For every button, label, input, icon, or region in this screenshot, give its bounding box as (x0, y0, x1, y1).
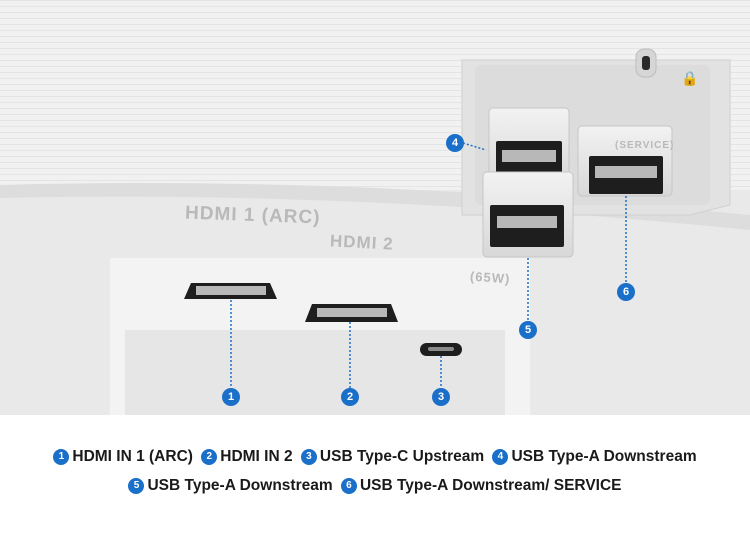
legend-label: HDMI IN 2 (220, 447, 293, 465)
legend-item: 4 USB Type-A Downstream (492, 447, 697, 466)
usb-c-port (420, 343, 462, 356)
hdmi-port-2 (305, 304, 398, 322)
legend-item: 3 USB Type-C Upstream (300, 447, 485, 466)
legend-label: USB Type-A Downstream (147, 476, 333, 494)
legend-item: 2 HDMI IN 2 (201, 447, 293, 466)
legend-item: 1 HDMI IN 1 (ARC) (53, 448, 193, 466)
callout-2: 2 (341, 388, 359, 406)
legend-label: USB Type-A Downstream (511, 447, 697, 465)
usbc-lettering: (65W) (469, 268, 511, 287)
usb-a-port-4 (488, 107, 570, 187)
hdmi-port-1 (184, 283, 277, 299)
callout-1: 1 (222, 388, 240, 406)
legend-label: HDMI IN 1 (ARC) (72, 447, 193, 465)
legend-number: 2 (201, 448, 218, 465)
callout-3: 3 (432, 388, 450, 406)
legend-row-1: 1 HDMI IN 1 (ARC) 2 HDMI IN 2 3 USB Type… (0, 446, 750, 466)
usb-a-port-5 (482, 171, 574, 258)
legend-number: 4 (492, 448, 509, 465)
legend-label: USB Type-C Upstream (319, 447, 485, 465)
service-lettering: (SERVICE) (615, 140, 675, 151)
callout-4: 4 (446, 134, 464, 152)
callout-5: 5 (519, 321, 537, 339)
legend-row-2: 5 USB Type-A Downstream 6 USB Type-A Dow… (0, 475, 750, 495)
lock-icon: 🔒 (681, 70, 698, 87)
legend-label: USB Type-A Downstream/ SERVICE (359, 476, 622, 494)
legend-number: 3 (300, 448, 317, 465)
legend-number: 5 (128, 477, 145, 494)
callout-6: 6 (617, 283, 635, 301)
hdmi1-lettering: HDMI 1 (ARC) (184, 202, 321, 229)
legend-item: 5 USB Type-A Downstream (128, 476, 333, 495)
legend-number: 1 (53, 448, 70, 465)
hdmi2-lettering: HDMI 2 (329, 231, 395, 254)
legend-item: 6 USB Type-A Downstream/ SERVICE (340, 476, 622, 495)
legend-number: 6 (340, 477, 357, 494)
usb-a-port-6 (577, 125, 673, 197)
monitor-back-panel-photo: 🔒 (0, 0, 750, 415)
